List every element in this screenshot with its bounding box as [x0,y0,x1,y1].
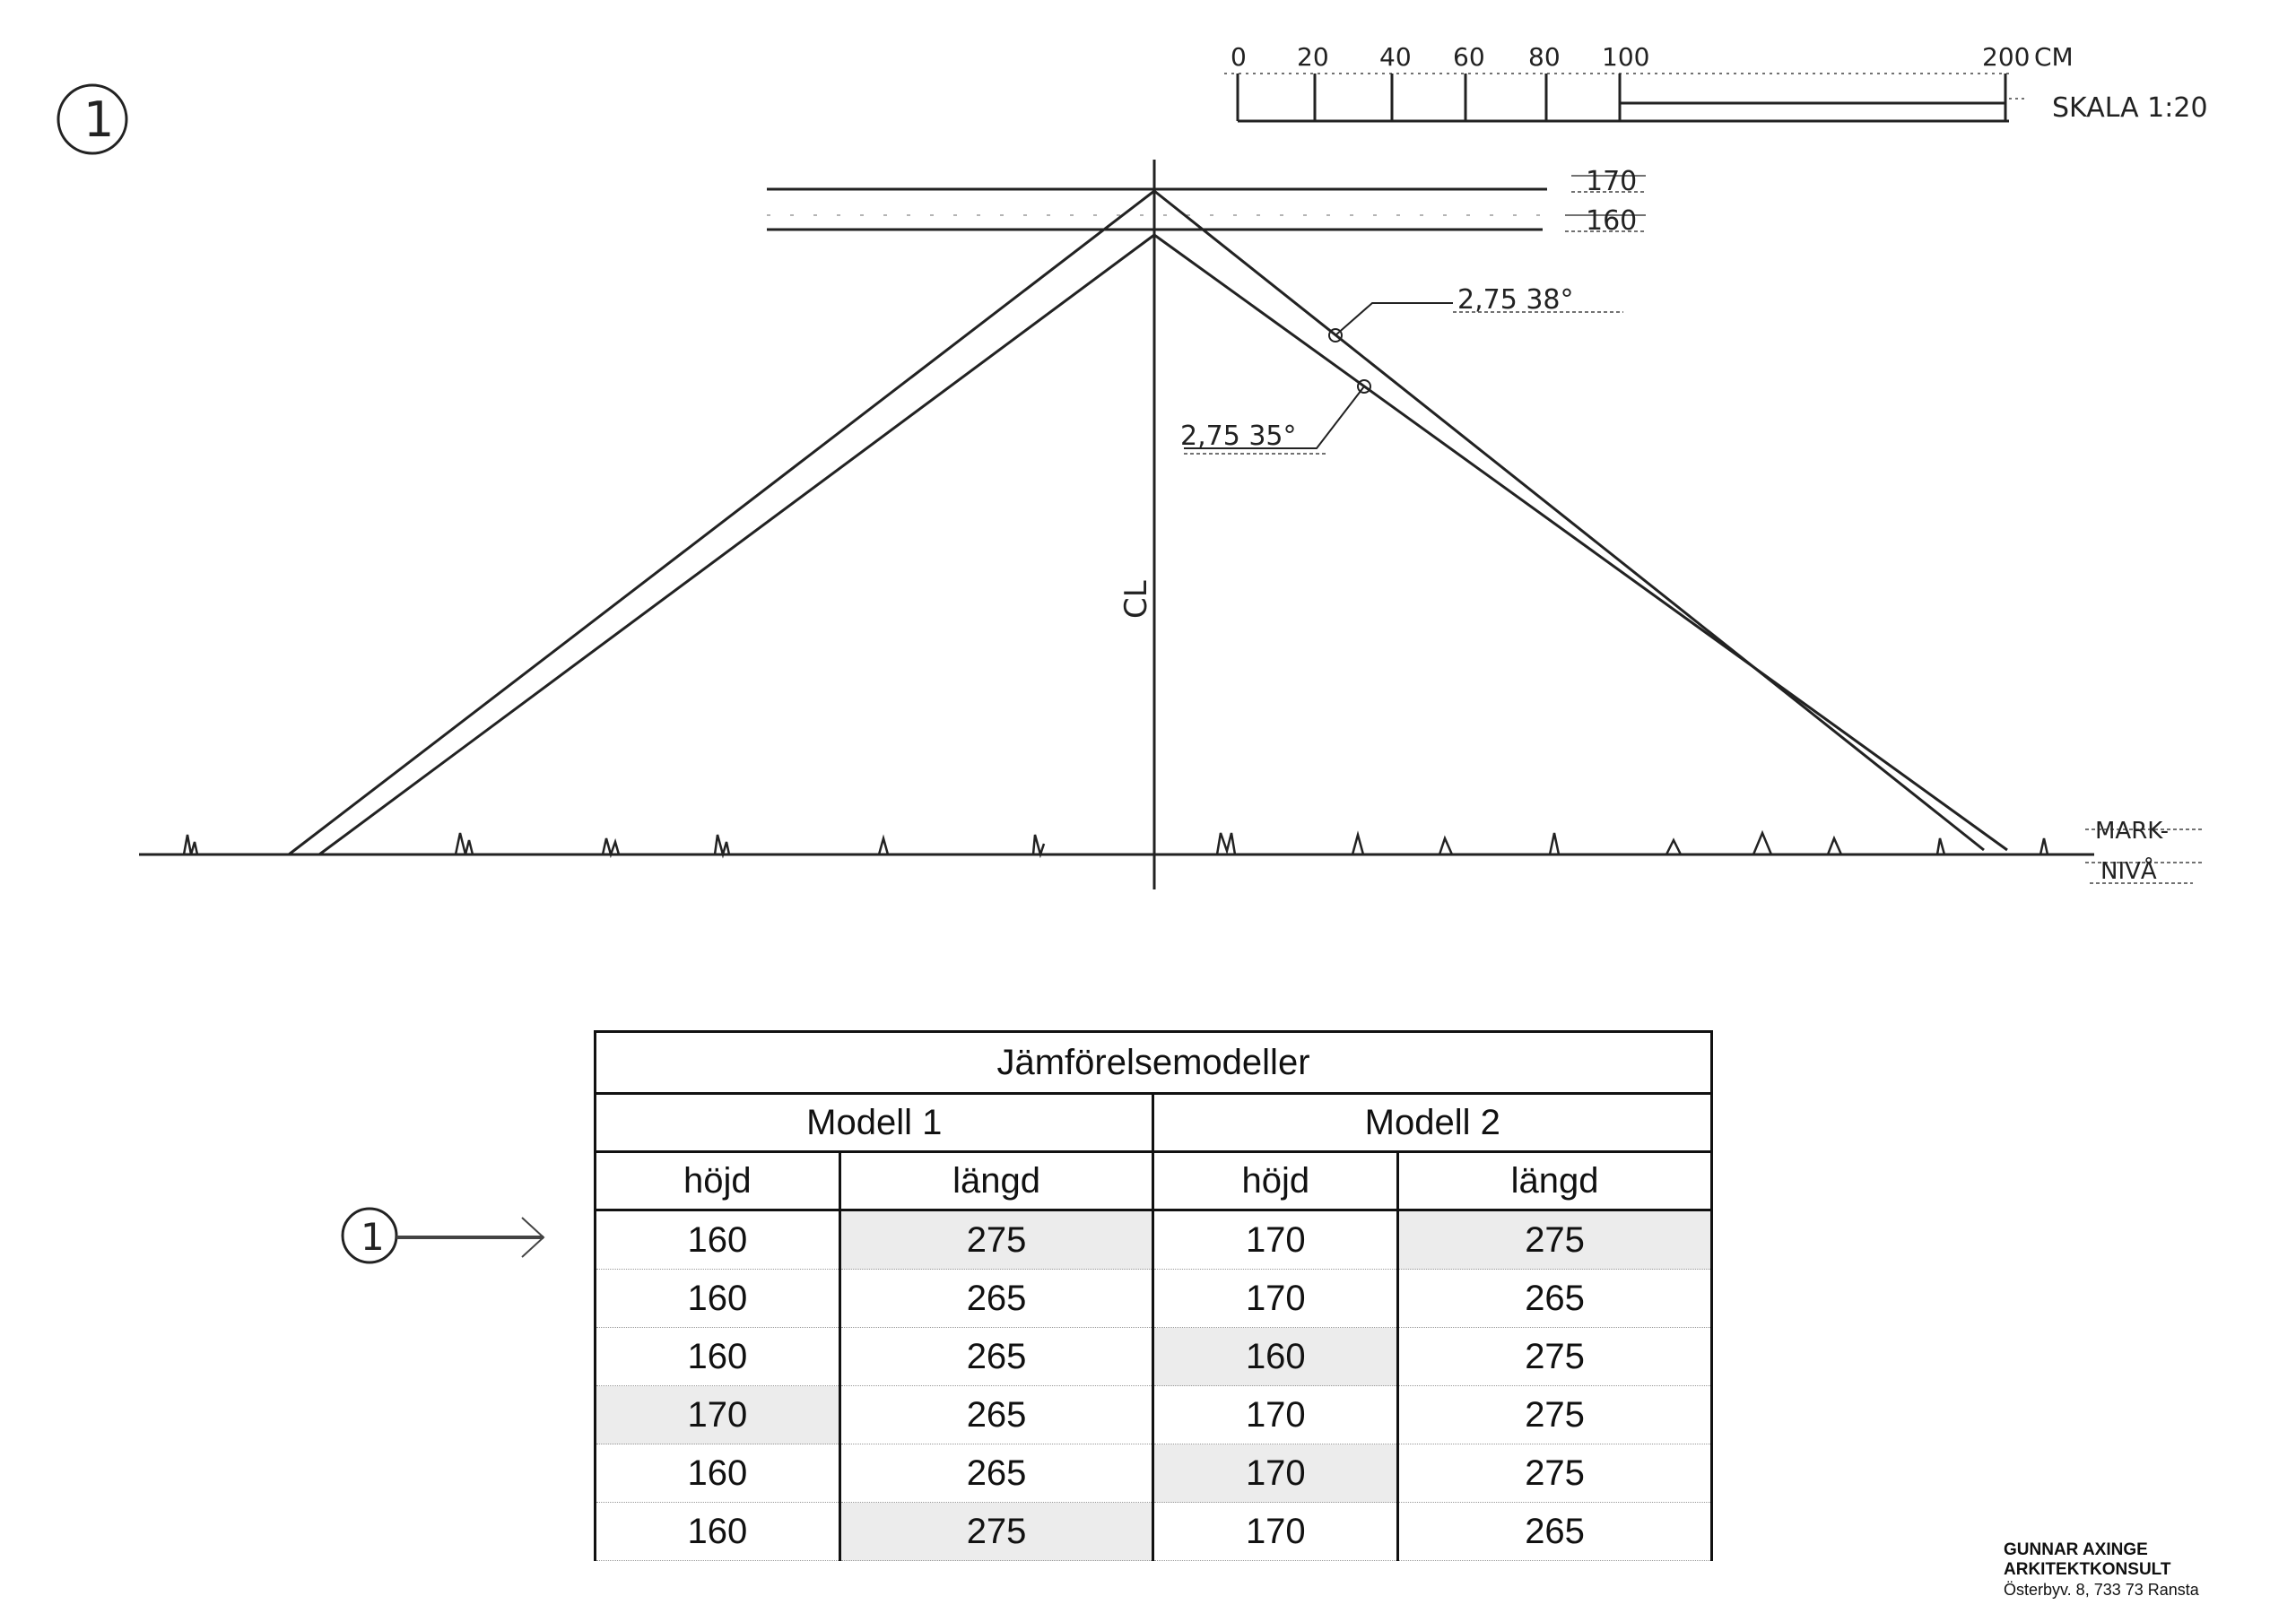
table-row: 160 265 170 275 [594,1444,1713,1503]
height-lines: 170 160 [767,166,1646,237]
centerline: CL [1118,160,1156,889]
scale-tick-40: 40 [1379,42,1412,72]
height-marker-170: 170 [1586,166,1637,197]
table-cell: 160 [594,1210,841,1270]
scale-tick-80: 80 [1528,42,1561,72]
centerline-label: CL [1118,580,1154,619]
firm-address: Österbyv. 8, 733 73 Ransta [2004,1581,2199,1599]
table-cell: 265 [1396,1269,1713,1328]
scale-tick-0: 0 [1231,42,1247,72]
scale-bar: 0 20 40 60 80 100 200 CM SKALA 1:20 [1224,42,2208,124]
table-cell: 170 [1152,1502,1400,1561]
table-cell: 275 [1396,1444,1713,1503]
scale-tick-200: 200 [1982,42,2030,72]
firm-title: ARKITEKTKONSULT [2004,1560,2171,1579]
table-row: 170 265 170 275 [594,1385,1713,1444]
column-header: höjd [594,1150,841,1211]
table-row: 160 275 170 275 [594,1210,1713,1270]
table-cell: 160 [594,1444,841,1503]
scale-label: SKALA 1:20 [2052,92,2208,124]
column-header: längd [1396,1150,1713,1211]
model-1-header: Modell 1 [593,1092,1155,1153]
row-marker: 1 [341,1207,545,1264]
table-cell: 265 [838,1327,1155,1386]
table-cell: 160 [594,1327,841,1386]
row-marker-text: 1 [361,1215,385,1259]
table-cell: 275 [1396,1327,1713,1386]
table-row: 160 265 170 265 [594,1269,1713,1328]
table-cell: 170 [1152,1210,1400,1270]
ground-label-line1: MARK- [2095,818,2169,845]
table-cell: 160 [1152,1327,1400,1386]
ground-line: MARK- NIVÅ [139,818,2202,885]
firm-stamp: GUNNAR AXINGE ARKITEKTKONSULT Österbyv. … [2004,1540,2199,1600]
table-cell: 265 [838,1385,1155,1444]
table-cell: 275 [1396,1210,1713,1270]
sheet-number-marker: 1 [57,83,128,155]
firm-name: GUNNAR AXINGE [2004,1540,2148,1559]
height-marker-160: 160 [1586,205,1637,237]
scale-tick-60: 60 [1453,42,1485,72]
column-header: höjd [1152,1150,1400,1211]
table-cell: 275 [838,1502,1155,1561]
table-cell: 170 [1152,1269,1400,1328]
scale-unit: CM [2034,42,2074,72]
table-cell: 160 [594,1269,841,1328]
table-cell: 170 [594,1385,841,1444]
comparison-table: Jämförelsemodeller Modell 1 Modell 2 höj… [593,1030,1713,1561]
table-cell: 265 [838,1269,1155,1328]
column-header: längd [838,1150,1155,1211]
table-cell: 160 [594,1502,841,1561]
table-cell: 170 [1152,1444,1400,1503]
scale-tick-20: 20 [1297,42,1329,72]
table-cell: 170 [1152,1385,1400,1444]
table-cell: 265 [838,1444,1155,1503]
sheet-number-text: 1 [83,91,114,148]
roof-annotation-upper: 2,75 38° [1457,284,1574,316]
table-row: 160 275 170 265 [594,1502,1713,1561]
model-2-header: Modell 2 [1152,1092,1713,1153]
table-row: 160 265 160 275 [594,1327,1713,1386]
table-cell: 265 [1396,1502,1713,1561]
table-cell: 275 [838,1210,1155,1270]
roof-annotation-lower: 2,75 35° [1180,421,1297,452]
ground-label-line2: NIVÅ [2100,856,2157,885]
table-title: Jämförelsemodeller [594,1030,1713,1095]
roof-frame [288,189,2008,856]
table-cell: 275 [1396,1385,1713,1444]
roof-annotations: 2,75 38° 2,75 35° [1180,284,1623,455]
scale-tick-100: 100 [1602,42,1649,72]
